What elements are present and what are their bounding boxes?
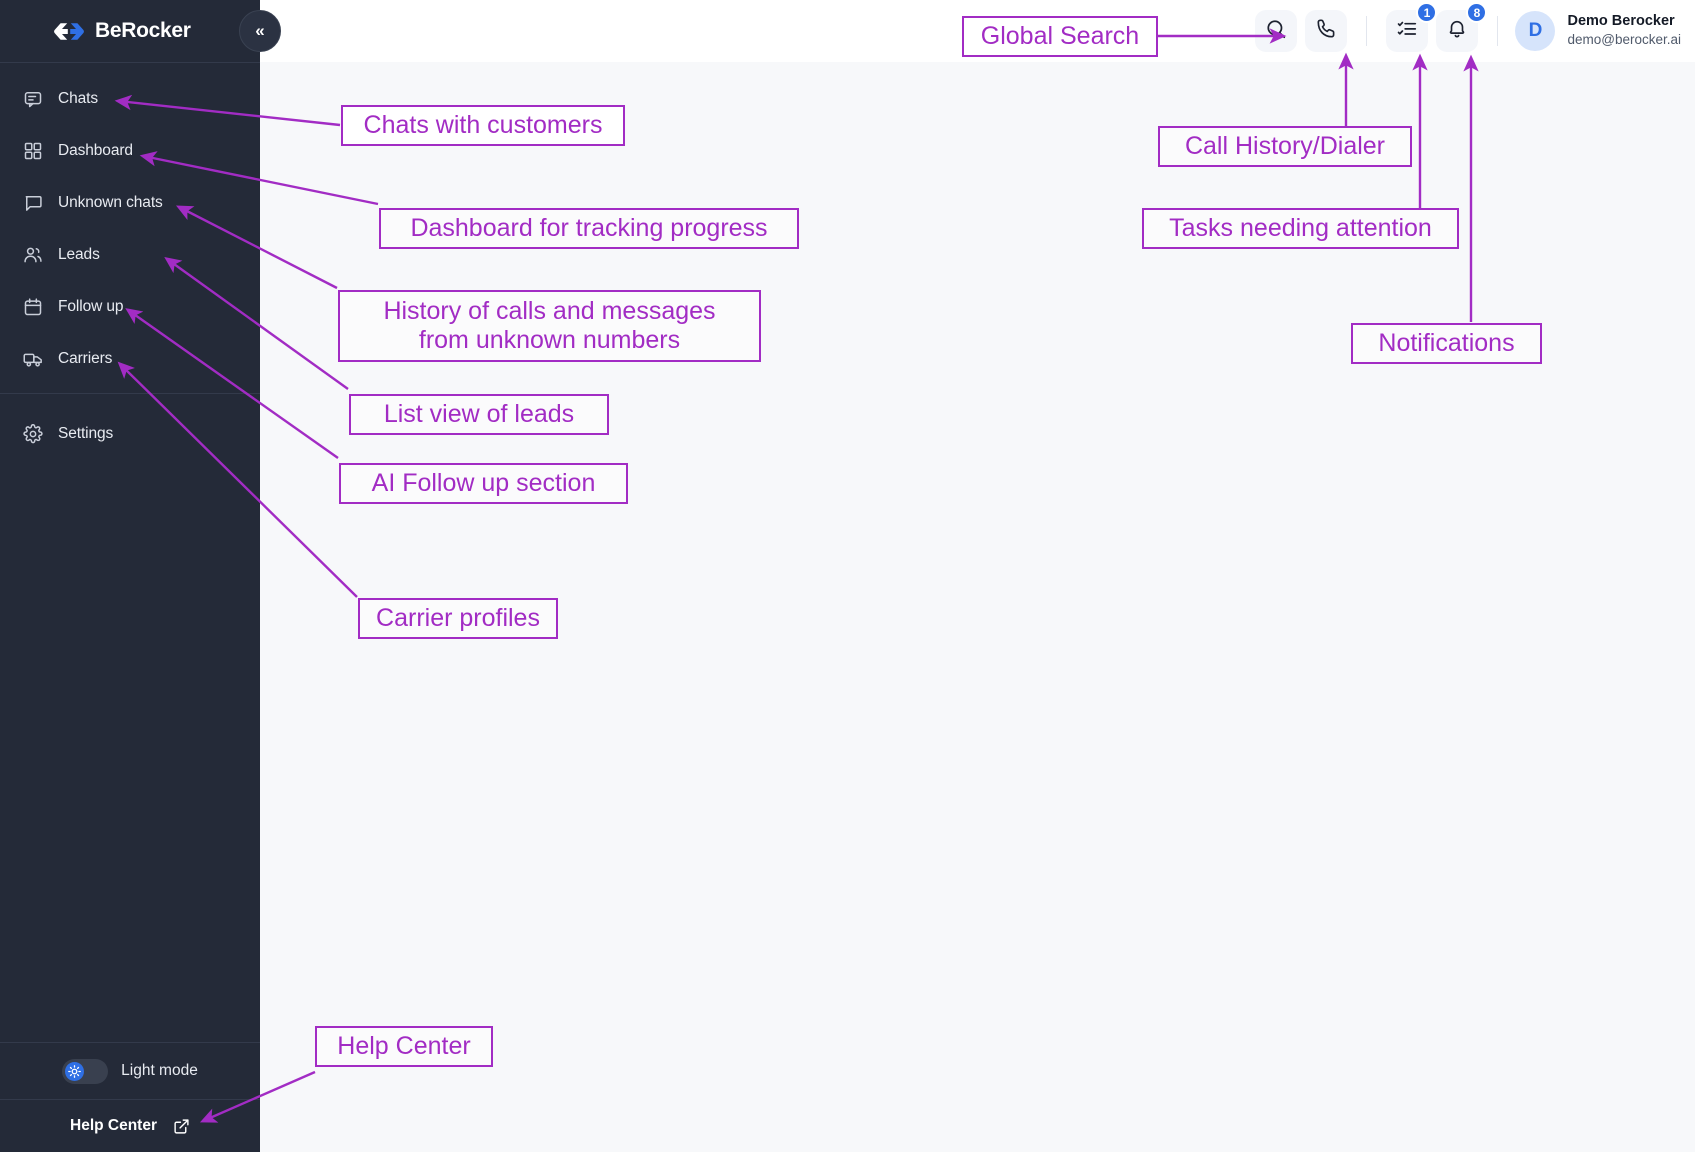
sidebar-item-settings[interactable]: Settings [0, 416, 260, 452]
sidebar-item-label: Dashboard [58, 142, 133, 159]
sidebar-item-dashboard[interactable]: Dashboard [0, 133, 260, 169]
avatar: D [1515, 11, 1556, 51]
sun-toggle-icon [65, 1061, 85, 1081]
sidebar-item-carriers[interactable]: Carriers [0, 341, 260, 377]
annotation-follow-up[interactable]: AI Follow up section [339, 463, 628, 504]
sidebar-item-label: Carriers [58, 350, 113, 367]
brand-name: BeRocker [95, 19, 191, 42]
sidebar-item-label: Leads [58, 246, 100, 263]
berocker-double-chevron-logo [54, 22, 84, 40]
notifications-badge: 8 [1466, 2, 1488, 23]
brand-logo[interactable]: BeRocker [0, 0, 260, 62]
sidebar-top-divider [0, 62, 260, 63]
sidebar-nav: Chats Dashboard [0, 63, 260, 468]
annotation-help-center[interactable]: Help Center [315, 1026, 493, 1067]
sidebar-bottom-divider-1 [0, 1042, 260, 1043]
chevron-double-left-icon: « [255, 21, 265, 40]
calendar-icon [22, 297, 43, 318]
annotation-chats[interactable]: Chats with customers [341, 105, 625, 146]
tasks-badge: 1 [1416, 2, 1438, 23]
annotation-call-history[interactable]: Call History/Dialer [1158, 126, 1412, 167]
tasks-button[interactable]: 1 [1386, 2, 1438, 52]
grid-dashboard-icon [22, 141, 43, 162]
chat-lines-icon [22, 89, 43, 110]
sidebar-item-chats[interactable]: Chats [0, 81, 260, 117]
sidebar-item-follow-up[interactable]: Follow up [0, 289, 260, 325]
notifications-button[interactable]: 8 [1436, 2, 1488, 52]
external-link-icon [173, 1118, 190, 1135]
sidebar-bottom-divider-2 [0, 1099, 260, 1100]
checklist-icon [1396, 18, 1418, 45]
sidebar-item-label: Settings [58, 425, 114, 442]
speech-bubble-icon [22, 193, 43, 214]
gear-icon [22, 424, 43, 445]
truck-icon [22, 349, 43, 370]
header-divider-2 [1497, 16, 1499, 46]
user-name: Demo Berocker [1567, 13, 1675, 30]
bell-icon [1446, 18, 1468, 45]
help-center-link[interactable]: Help Center [0, 1100, 260, 1152]
call-dialer-button[interactable] [1305, 10, 1348, 52]
annotation-global-search[interactable]: Global Search [962, 16, 1158, 57]
sidebar-spacer [0, 468, 260, 1042]
sidebar-item-label: Unknown chats [58, 194, 163, 211]
sidebar-item-label: Follow up [58, 298, 124, 315]
annotation-dashboard[interactable]: Dashboard for tracking progress [379, 208, 799, 249]
sidebar-item-label: Chats [58, 90, 98, 107]
user-menu[interactable]: D Demo Berocker demo@berocker.ai [1515, 11, 1681, 51]
search-icon [1265, 18, 1287, 45]
global-search-button[interactable] [1255, 10, 1298, 52]
annotation-carriers[interactable]: Carrier profiles [358, 598, 558, 639]
help-center-label: Help Center [70, 1117, 157, 1134]
user-info: Demo Berocker demo@berocker.ai [1567, 12, 1681, 49]
light-mode-label: Light mode [121, 1062, 198, 1079]
sidebar: BeRocker Chats [0, 0, 260, 1152]
phone-icon [1315, 18, 1337, 45]
user-email: demo@berocker.ai [1567, 32, 1681, 48]
users-icon [22, 245, 43, 266]
annotation-unknown-chats[interactable]: History of calls and messages from unkno… [338, 290, 761, 362]
annotation-notifications[interactable]: Notifications [1351, 323, 1542, 364]
toggle-track[interactable] [62, 1058, 109, 1084]
header-divider-1 [1366, 16, 1368, 46]
sidebar-item-unknown-chats[interactable]: Unknown chats [0, 185, 260, 221]
sidebar-collapse-button[interactable]: « [239, 10, 281, 52]
annotation-tasks[interactable]: Tasks needing attention [1142, 208, 1459, 249]
annotation-leads[interactable]: List view of leads [349, 394, 609, 435]
sidebar-item-leads[interactable]: Leads [0, 237, 260, 273]
light-mode-toggle[interactable]: Light mode [0, 1043, 260, 1099]
